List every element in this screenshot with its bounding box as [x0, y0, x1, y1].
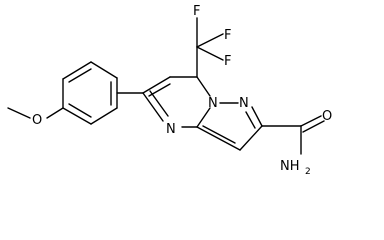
- bond-c3-c3a-double: [202, 125, 236, 144]
- amide-nitrogen-label: NH: [280, 159, 300, 174]
- bond-phenyl-double-c: [68, 103, 92, 118]
- bond-phenyl-3: [90, 61, 118, 79]
- bond-methyl-o: [7, 107, 31, 119]
- bond-n8-c3a: [196, 107, 211, 128]
- bond-n1-c2: [251, 106, 263, 127]
- bond-phenyl-6: [62, 107, 92, 125]
- chemical-structure-diagram: O F F F N N N O NH 2: [7, 4, 332, 177]
- bond-c7-n8: [196, 76, 211, 97]
- pyrazole-nitrogen-label: N: [239, 96, 249, 111]
- bond-n4-c5-double: [149, 90, 169, 117]
- bond-o-aryl: [46, 107, 64, 119]
- bond-n1-c2-double: [245, 111, 256, 129]
- bond-c-f2: [196, 33, 224, 48]
- carbonyl-oxygen-label: O: [322, 109, 332, 124]
- bond-n4-c5: [142, 92, 164, 122]
- methoxy-oxygen-label: O: [32, 113, 42, 128]
- bond-carbonyl-o: [300, 115, 322, 127]
- bond-phenyl-double-a: [68, 68, 92, 83]
- atom-labels: O F F F N N N O NH 2: [32, 4, 332, 177]
- bond-c-f3: [196, 46, 224, 61]
- fluorine-label-top: F: [193, 4, 200, 19]
- amide-nitrogen-subscript: 2: [305, 167, 311, 177]
- bond-c3-c3a: [196, 126, 241, 151]
- fluorine-label-lower-right: F: [224, 54, 231, 69]
- bridgehead-nitrogen-label: N: [208, 96, 218, 111]
- bond-c2-c3: [239, 125, 263, 151]
- bond-c5-c6: [142, 76, 171, 94]
- bond-lines: [7, 17, 325, 155]
- pyrimidine-nitrogen-label: N: [166, 122, 176, 137]
- bond-phenyl-2: [62, 61, 92, 80]
- structure-canvas: O F F F N N N O NH 2: [7, 4, 333, 177]
- bond-carbonyl-o-double: [302, 120, 325, 133]
- bond-phenyl-5: [90, 107, 118, 125]
- fluorine-label-upper-right: F: [224, 28, 231, 43]
